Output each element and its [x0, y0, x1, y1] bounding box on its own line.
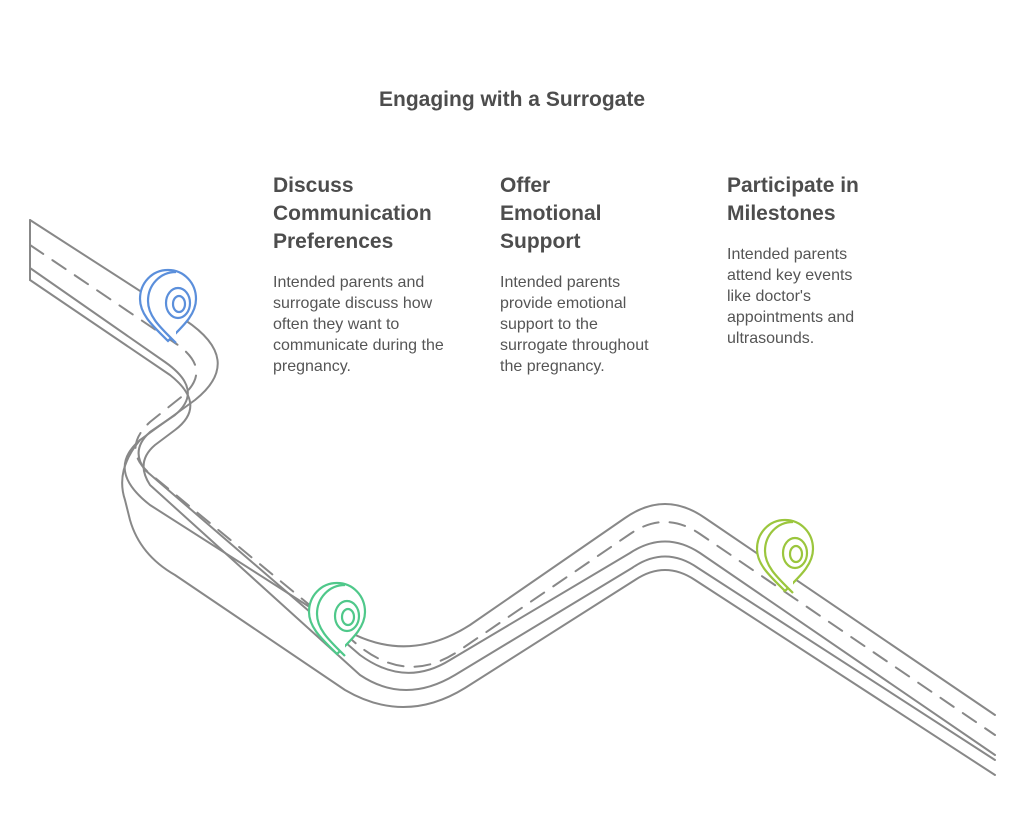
step-participate-milestones: Participate in Milestones Intended paren… — [727, 172, 917, 349]
step-description: Intended parents and surrogate discuss h… — [273, 274, 444, 375]
pin-step-2 — [307, 581, 367, 657]
pin-step-3 — [755, 518, 815, 594]
step-description: Intended parents attend key events like … — [727, 246, 855, 347]
road-left-curve-outer — [121, 439, 996, 776]
step-emotional-support: Offer Emotional Support Intended parents… — [500, 172, 690, 377]
step-heading: Discuss Communication Preferences — [273, 174, 432, 253]
road-edge-bottom — [29, 267, 996, 756]
step-heading: Offer Emotional Support — [500, 174, 602, 253]
pin-step-1 — [138, 268, 198, 344]
diagram-title: Engaging with a Surrogate — [378, 88, 646, 111]
road-edge-depth — [29, 279, 996, 761]
step-communication-preferences: Discuss Communication Preferences Intend… — [273, 172, 463, 377]
step-description: Intended parents provide emotional suppo… — [500, 274, 649, 375]
step-heading: Participate in Milestones — [727, 174, 859, 225]
